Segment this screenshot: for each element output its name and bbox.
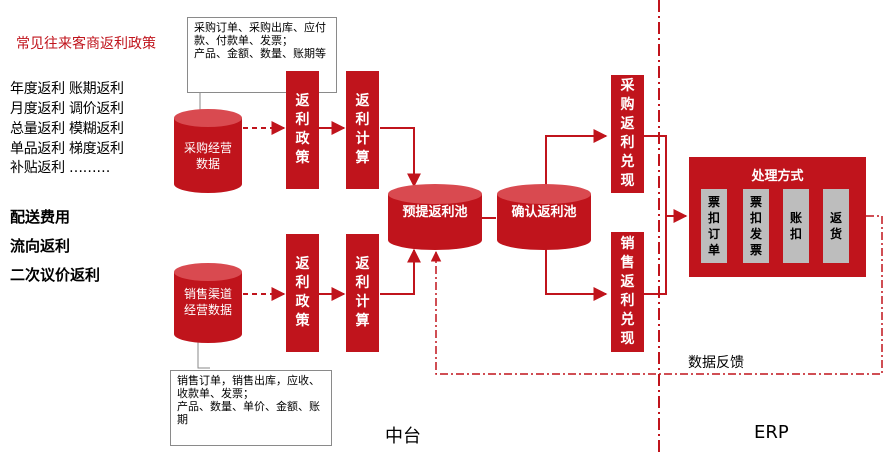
rebate-type-row: 单品返利 梯度返利 (10, 141, 124, 157)
calc-pool-arrow-bottom (380, 248, 421, 295)
rebate-type-row: 月度返利 调价返利 (10, 101, 124, 117)
bold-item: 流向返利 (10, 237, 71, 255)
feedback-label: 数据反馈 (688, 355, 744, 371)
confirm-pool-label: 确认返利池 (511, 205, 577, 220)
bold-item: 配送费用 (10, 208, 71, 226)
note-callout-top (199, 91, 226, 110)
feedback-loop (430, 215, 883, 375)
confirm-purchase-arrow (545, 129, 608, 188)
page-title: 常见往来客商返利政策 (16, 36, 156, 52)
rebate-policy-label: 返利政策 (295, 93, 310, 166)
rebate-calc-box-top: 返利计算 (346, 71, 379, 189)
process-item-label: 票扣订单 (708, 195, 721, 257)
process-item: 账扣 (783, 189, 809, 263)
sales-data-note: 销售订单，销售出库，应收、收款单、发票； 产品、数量、单价、金额、账期 (170, 370, 332, 446)
rebate-calc-label: 返利计算 (355, 93, 370, 166)
rebate-policy-box-top: 返利政策 (286, 71, 319, 189)
rebate-calc-box-bottom: 返利计算 (346, 234, 379, 352)
purchase-db-cylinder (174, 109, 242, 193)
process-item: 票扣发票 (743, 189, 769, 263)
rebate-type-row: 补贴返利 ……… (10, 160, 111, 176)
note-callout-bottom (197, 337, 210, 369)
purchase-cash-box: 采购返利兑现 (611, 75, 644, 193)
rebate-type-row: 总量返利 模糊返利 (10, 121, 124, 137)
pre-pool-cylinder (388, 184, 482, 250)
rebate-type-row: 年度返利 账期返利 (10, 81, 124, 97)
sales-db-cylinder (174, 263, 242, 343)
sales-cash-label: 销售返利兑现 (620, 236, 635, 347)
process-item: 返货 (823, 189, 849, 263)
purchase-data-note: 采购订单、采购出库、应付款、付款单、发票； 产品、金额、数量、账期等 (187, 17, 337, 93)
zone-middle-label: 中台 (385, 426, 421, 447)
pre-pool-label: 预提返利池 (402, 205, 468, 220)
process-item: 票扣订单 (701, 189, 727, 263)
rebate-policy-box-bottom: 返利政策 (286, 234, 319, 352)
process-title: 处理方式 (751, 169, 804, 184)
process-panel: 处理方式 票扣订单 票扣发票 账扣 返货 (689, 157, 866, 277)
process-item-label: 票扣发票 (750, 195, 763, 257)
calc-pool-arrow-top (380, 127, 421, 188)
rebate-policy-label: 返利政策 (295, 256, 310, 329)
confirm-sales-arrow (545, 248, 608, 301)
purchase-process-arrow (644, 135, 688, 223)
rebate-calc-label: 返利计算 (355, 256, 370, 329)
purchase-db-label: 采购经营数据 (183, 141, 232, 171)
process-item-label: 账扣 (790, 211, 803, 241)
zone-erp-label: ERP (754, 422, 789, 443)
process-item-label: 返货 (830, 211, 843, 241)
sales-db-label: 销售渠道经营数据 (183, 287, 232, 317)
purchase-cash-label: 采购返利兑现 (620, 78, 635, 189)
confirm-pool-cylinder (497, 184, 591, 250)
sales-process-arrow (644, 216, 667, 295)
bold-item: 二次议价返利 (10, 266, 101, 284)
sales-cash-box: 销售返利兑现 (611, 232, 644, 352)
